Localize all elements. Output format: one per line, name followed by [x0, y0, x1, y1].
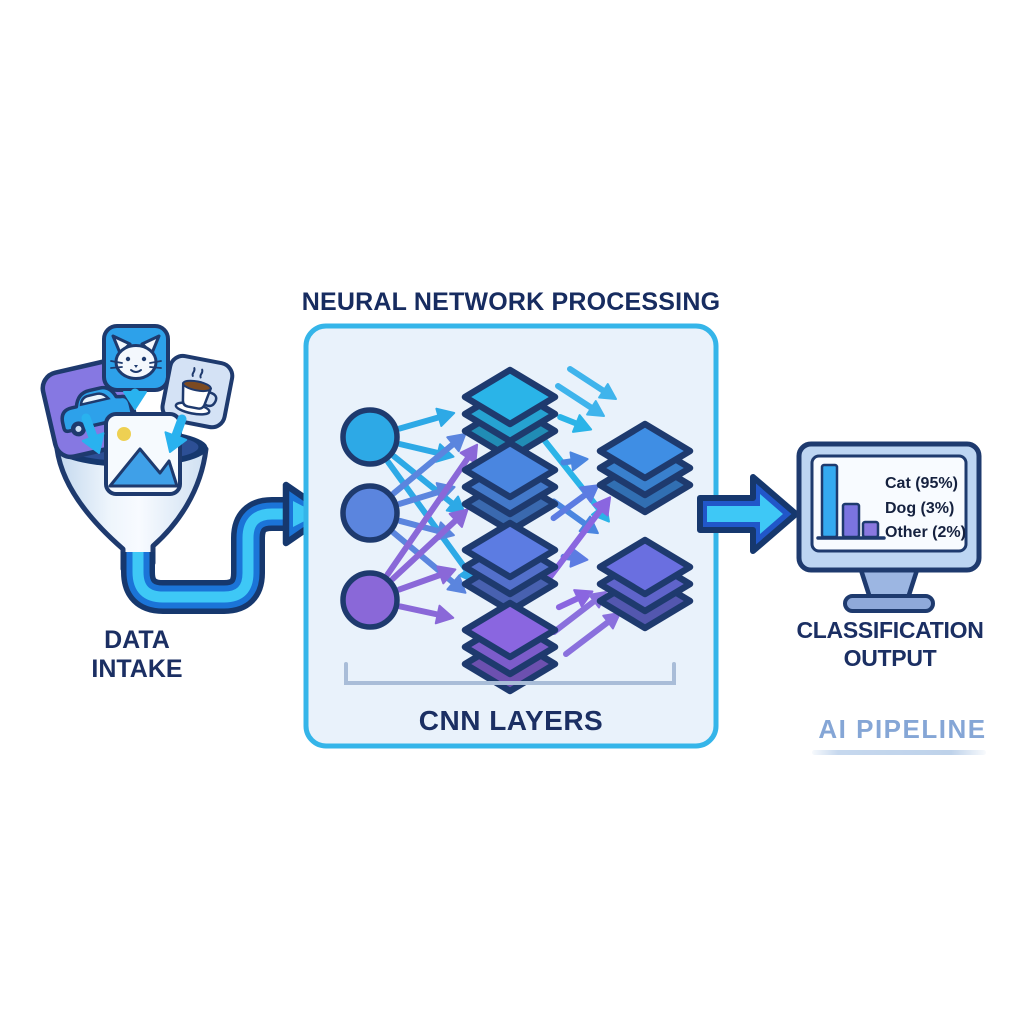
result-cat: Cat (95%) [885, 475, 958, 492]
cat-icon [102, 324, 170, 392]
intake-drop-arrows [81, 388, 188, 454]
result-bar [841, 502, 861, 539]
classification-output-label: CLASSIFICATION OUTPUT [770, 616, 1010, 672]
output-arrow [697, 474, 799, 554]
output-layer-stack [596, 420, 694, 516]
monitor-stand-neck [858, 567, 920, 601]
input-node [340, 483, 400, 543]
monitor-icon [796, 441, 982, 613]
classification-results: Cat (95%) Dog (3%) Other (2%) [885, 472, 977, 546]
input-node [340, 407, 400, 467]
conv-layer-stack [461, 366, 559, 462]
classification-line1: CLASSIFICATION [796, 617, 984, 643]
data-intake-line1: DATA [104, 626, 170, 654]
cnn-layers-label: CNN LAYERS [418, 705, 604, 736]
processing-title: NEURAL NETWORK PROCESSING [301, 288, 721, 316]
conv-layer-stack [461, 599, 559, 695]
ai-pipeline-label: AI PIPELINE [818, 714, 987, 744]
monitor-stand-base [843, 594, 935, 613]
cnn-network [340, 366, 694, 695]
data-intake-label: DATA INTAKE [38, 626, 236, 684]
conv-layer-stack [461, 439, 559, 535]
coffee-icon [160, 353, 235, 430]
classification-line2: OUTPUT [843, 645, 937, 671]
image-icon [104, 412, 182, 496]
result-dog: Dog (3%) [885, 499, 955, 517]
cnn-layers-bracket [344, 662, 676, 685]
conv-layer-stack [461, 519, 559, 615]
result-other: Other (2%) [885, 524, 966, 541]
data-intake-line2: INTAKE [91, 655, 183, 683]
result-bar [820, 463, 839, 539]
output-layer-stack [596, 536, 694, 632]
ai-pipeline-underline [812, 750, 986, 755]
result-bar [861, 520, 880, 539]
input-node [340, 570, 400, 630]
